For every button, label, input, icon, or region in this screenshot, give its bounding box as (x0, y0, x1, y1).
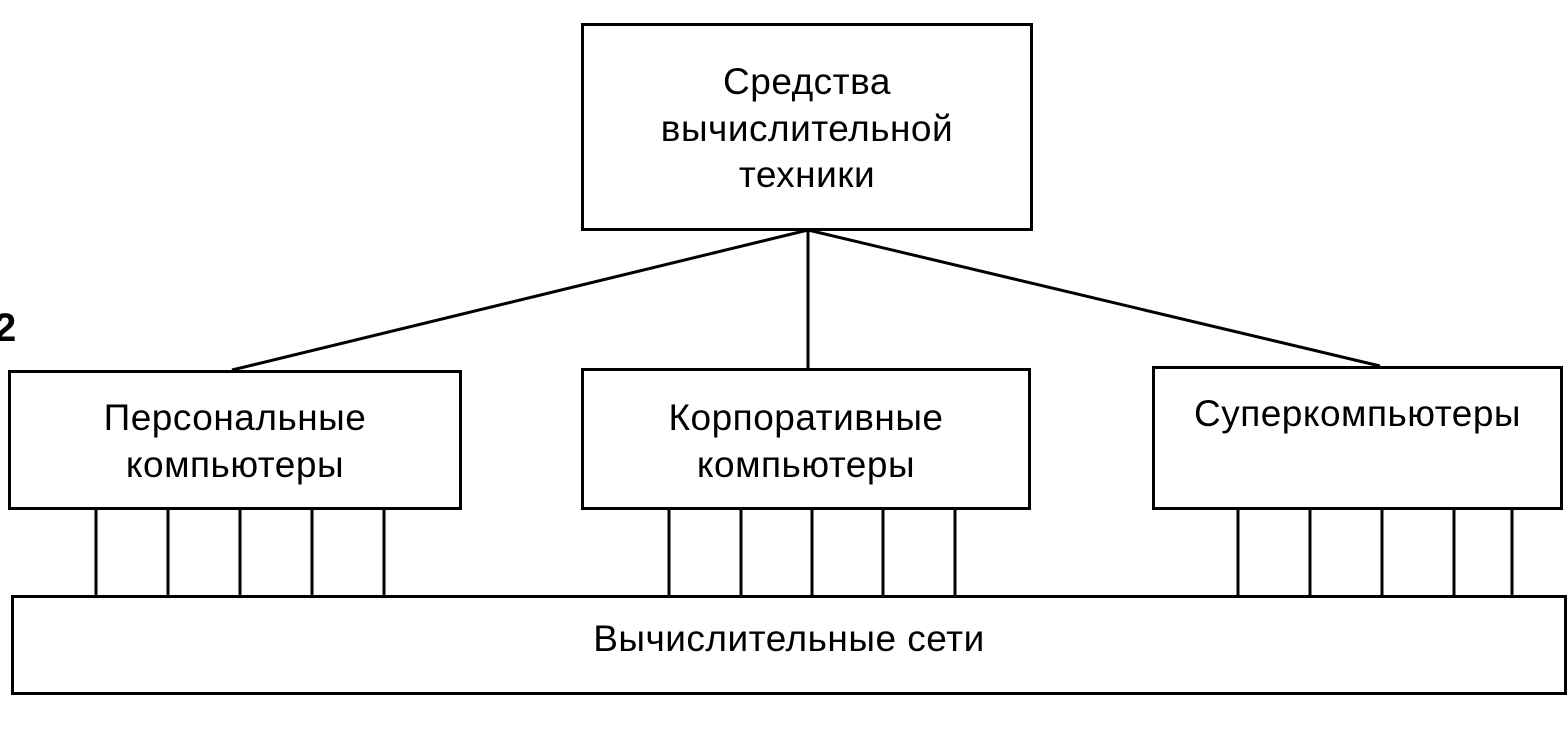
node-personal-computers: Персональные компьютеры (8, 370, 462, 510)
bus-links-corporate (667, 510, 957, 595)
bus-links-super (1236, 510, 1514, 595)
node-label: Средства вычислительной техники (660, 60, 954, 196)
edge-root-personal (231, 228, 809, 372)
node-computer-networks: Вычислительные сети (11, 595, 1567, 695)
figure-number: 2 (0, 306, 17, 350)
node-label: Корпоративные компьютеры (668, 397, 944, 485)
node-label: Персональные компьютеры (103, 397, 367, 485)
node-computing-facilities: Средства вычислительной техники (581, 23, 1033, 231)
node-label: Вычислительные сети (593, 617, 985, 659)
bus-links-personal (94, 510, 386, 595)
edge-root-super (807, 228, 1381, 368)
node-supercomputers: Суперкомпьютеры (1152, 366, 1563, 510)
node-label: Суперкомпьютеры (1193, 392, 1522, 434)
node-corporate-computers: Корпоративные компьютеры (581, 368, 1031, 510)
